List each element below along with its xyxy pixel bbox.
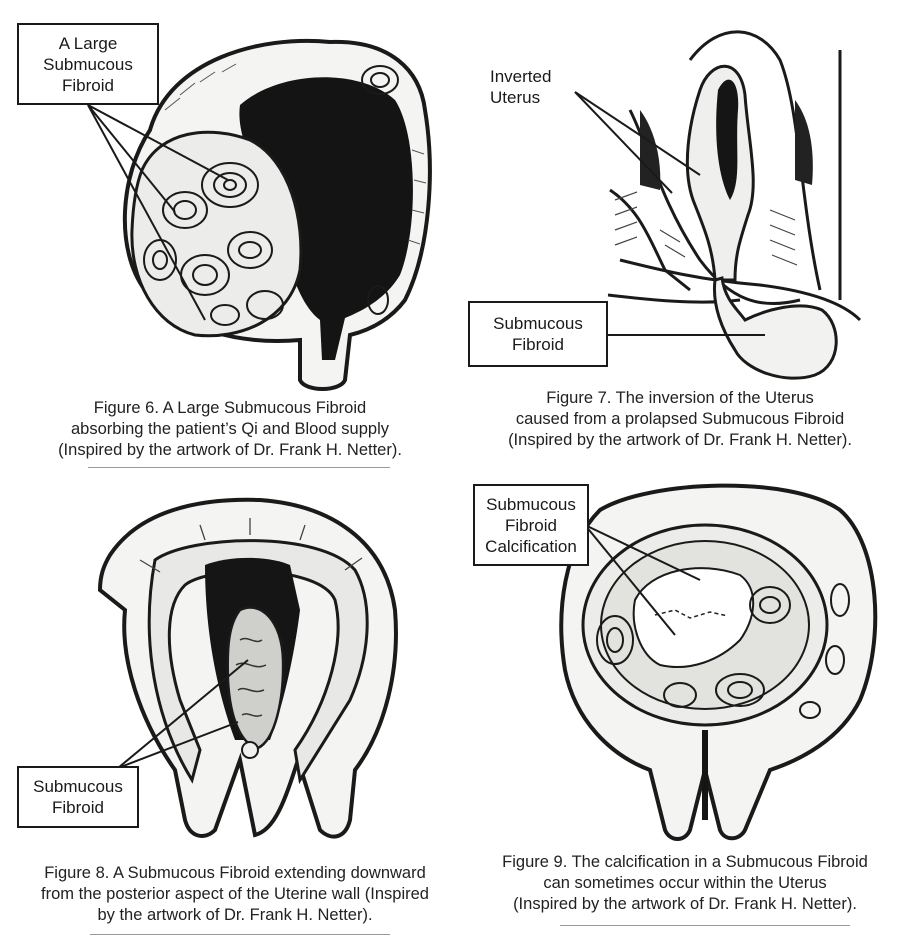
figure-6-caption: Figure 6. A Large Submucous Fibroid abso… <box>20 398 440 461</box>
label-line: Fibroid <box>512 335 564 354</box>
prolapsed-submucous-fibroid-label: Submucous Fibroid <box>468 301 608 367</box>
label-line: Fibroid <box>505 515 557 535</box>
label-line: Fibroid <box>52 798 104 817</box>
figure-7-caption: Figure 7. The inversion of the Uterus ca… <box>470 388 890 451</box>
caption-line: from the posterior aspect of the Uterine… <box>41 885 429 903</box>
figure-6-divider <box>88 467 390 468</box>
caption-line: (Inspired by the artwork of Dr. Frank H.… <box>58 441 402 459</box>
label-line: A Large <box>58 33 118 53</box>
submucous-fibroid-calcification-label: Submucous Fibroid Calcification <box>473 484 589 566</box>
label-line: Submucous <box>486 494 576 514</box>
caption-line: can sometimes occur within the Uterus <box>543 874 827 892</box>
caption-line: Figure 8. A Submucous Fibroid extending … <box>44 864 426 882</box>
label-line: Fibroid <box>62 75 114 95</box>
caption-line: caused from a prolapsed Submucous Fibroi… <box>515 410 845 428</box>
label-line: Submucous <box>33 777 123 796</box>
caption-line: by the artwork of Dr. Frank H. Netter). <box>97 906 373 924</box>
figure-9-caption: Figure 9. The calcification in a Submuco… <box>470 852 900 915</box>
caption-line: Figure 9. The calcification in a Submuco… <box>502 853 868 871</box>
label-line: Submucous <box>43 54 133 74</box>
figure-8-caption: Figure 8. A Submucous Fibroid extending … <box>10 863 460 926</box>
label-line: Inverted <box>490 67 552 86</box>
label-line: Submucous <box>493 314 583 333</box>
caption-line: Figure 6. A Large Submucous Fibroid <box>93 399 367 417</box>
figure-9-divider <box>560 925 850 926</box>
label-line: Calcification <box>485 536 577 556</box>
caption-line: absorbing the patient’s Qi and Blood sup… <box>71 420 389 438</box>
caption-line: (Inspired by the artwork of Dr. Frank H.… <box>513 895 857 913</box>
figure-8-divider <box>90 934 390 935</box>
inverted-uterus-label: Inverted Uterus <box>490 66 590 108</box>
large-submucous-fibroid-label: A Large Submucous Fibroid <box>17 23 159 105</box>
submucous-fibroid-label-fig8: Submucous Fibroid <box>17 766 139 828</box>
caption-line: (Inspired by the artwork of Dr. Frank H.… <box>508 431 852 449</box>
label-line: Uterus <box>490 88 541 107</box>
caption-line: Figure 7. The inversion of the Uterus <box>546 389 814 407</box>
